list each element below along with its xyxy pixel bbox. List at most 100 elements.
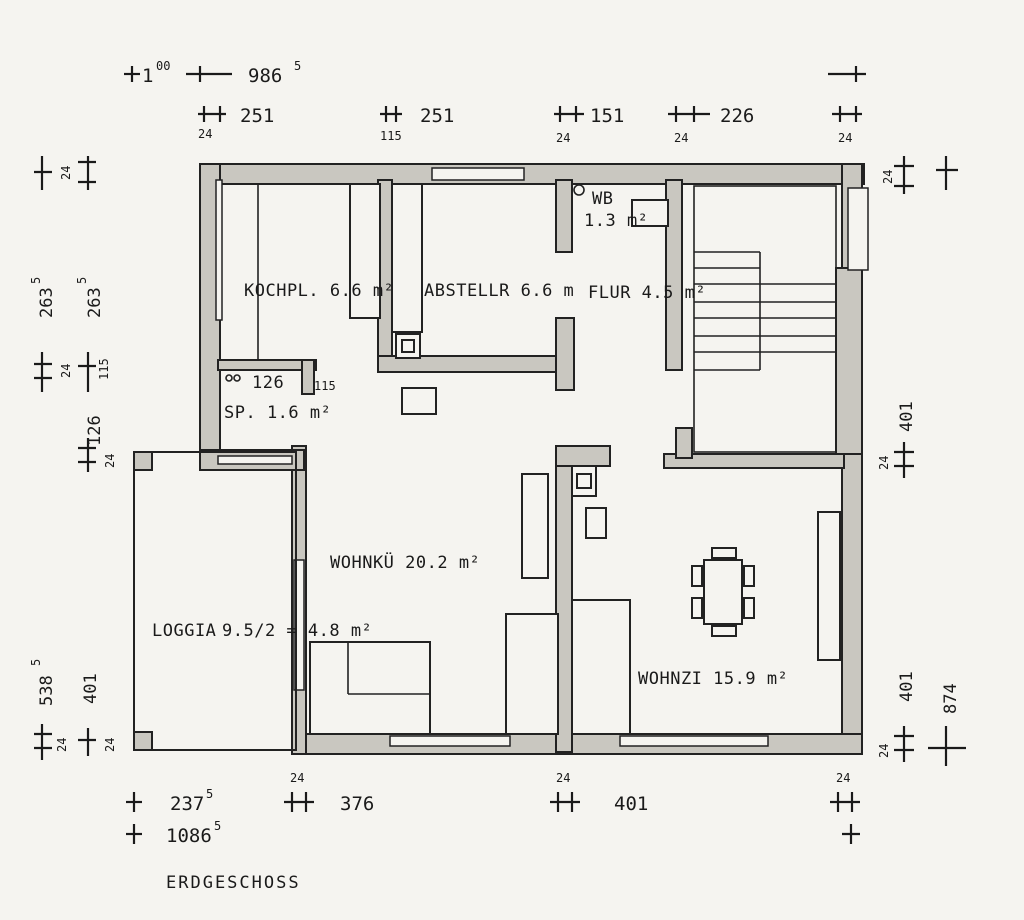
wb-fixture (573, 184, 585, 196)
wall-abstell-right-stub (555, 317, 575, 391)
wb-room (573, 184, 669, 227)
dim-bottom-overall-sup: 5 (214, 819, 221, 833)
dim-right-6: 24 (877, 744, 891, 758)
dim-right-2: 401 (897, 401, 917, 432)
bed-sofa (309, 641, 431, 735)
wall-top (199, 163, 865, 185)
kitchen-fixtures (257, 183, 423, 360)
abstell-shelf (391, 183, 423, 333)
dim-left-2-sup: 5 (29, 277, 43, 284)
drawing-title: ERDGESCHOSS (166, 873, 301, 893)
wall-wb-left (555, 179, 573, 253)
dim-left-9: 401 (81, 673, 101, 704)
dim-top-seg-2: 251 (420, 105, 454, 127)
window-loggia (293, 559, 305, 691)
dim-top-overall: 986 (248, 65, 282, 87)
dimensions-bottom: 24 24 24 237 5 376 401 1086 5 (126, 771, 860, 847)
dim-bottom-seg-2: 376 (340, 793, 374, 815)
room-labels: KOCHPL. 6.6 m² ABSTELLR 6.6 m FLUR 4.5 m… (152, 189, 788, 689)
table-small (401, 387, 437, 415)
label-wb-area: 1.3 m² (584, 211, 648, 231)
window-kitchen (215, 179, 223, 321)
dim-left-5: 115 (97, 358, 111, 380)
wohnzi-cabinet (571, 599, 631, 735)
label-wohnzi: WOHNZI 15.9 m² (638, 669, 788, 689)
label-loggia: LOGGIA (152, 621, 216, 641)
stove (585, 507, 607, 539)
dim-left-1: 24 (59, 166, 73, 180)
label-abstell: ABSTELLR 6.6 m (424, 281, 574, 301)
dim-left-3: 263 (85, 287, 105, 318)
dim-top-wall-5: 24 (838, 131, 852, 145)
dim-top-seg-3: 151 (590, 105, 624, 127)
dim-top-offset: 1 (142, 65, 153, 87)
dim-left-11: 24 (103, 738, 117, 752)
dim-top-wall-1: 24 (198, 127, 212, 141)
label-wohnkue: WOHNKÜ 20.2 m² (330, 551, 480, 573)
label-wb: WB (592, 189, 613, 209)
chimney-flue-abstell (401, 339, 415, 353)
windows (215, 167, 869, 747)
dim-top-wall-4: 24 (674, 131, 688, 145)
dim-right-5: 874 (941, 683, 961, 714)
dim-bottom-wall-3: 24 (836, 771, 850, 785)
window-abstell (431, 167, 525, 181)
loggia-outline (133, 451, 297, 751)
wall-chimney-top (555, 445, 611, 467)
dim-right-4: 401 (897, 671, 917, 702)
window-wohnzi (619, 735, 769, 747)
wall-stair-stub (675, 427, 693, 459)
speise-fixtures (225, 374, 241, 382)
dim-left-8: 538 (37, 675, 57, 706)
dim-left-4: 24 (59, 364, 73, 378)
dimensions-right: 24 401 24 401 874 24 (877, 156, 966, 766)
dim-bottom-seg-1: 237 (170, 793, 204, 815)
label-sp: SP. 1.6 m² (224, 403, 331, 423)
label-flur: FLUR 4.5 m² (588, 283, 706, 303)
dim-bottom-seg-1-sup: 5 (206, 787, 213, 801)
label-speise-note: 115 (314, 379, 336, 393)
wall-stair-left (665, 179, 683, 371)
wall-stair-right (835, 267, 863, 455)
dim-top-wall-3: 24 (556, 131, 570, 145)
wohnkue-furniture (309, 387, 559, 735)
window-wohnkue (389, 735, 511, 747)
stair-outline (693, 185, 837, 453)
cupboard (505, 613, 559, 735)
wall-stair-bottom (663, 453, 845, 469)
wall-speise-top (217, 359, 317, 371)
dim-top-seg-4: 226 (720, 105, 754, 127)
label-loggia-area: 9.5/2 = 4.8 m² (222, 621, 372, 641)
dim-bottom-overall: 1086 (166, 825, 212, 847)
kitchen-cabinet (349, 183, 381, 319)
dim-top-overall-sup: 5 (294, 59, 301, 73)
wb-basin (631, 199, 669, 227)
sideboard (521, 473, 549, 579)
dim-left-10: 24 (55, 738, 69, 752)
dim-top-wall-2: 115 (380, 129, 402, 143)
dim-bottom-seg-3: 401 (614, 793, 648, 815)
staircase (693, 185, 837, 453)
dim-left-3-sup: 5 (75, 277, 89, 284)
wohnzi-furniture (571, 511, 841, 735)
dimensions-left: 24 263 5 263 5 24 115 126 24 538 5 401 2… (29, 156, 117, 760)
wall-speise-corner (301, 359, 315, 395)
dining-table (703, 559, 743, 625)
chimney-living (571, 465, 607, 539)
dim-right-3: 24 (877, 456, 891, 470)
window-stair (847, 187, 869, 271)
dim-top-seg-1: 251 (240, 105, 274, 127)
dim-top-offset-sup: 00 (156, 59, 170, 73)
dim-right-1: 24 (881, 170, 895, 184)
dim-bottom-wall-2: 24 (556, 771, 570, 785)
dimensions-top: 1 00 986 5 251 251 151 226 24 115 24 24 … (124, 59, 866, 145)
dim-bottom-wall-1: 24 (290, 771, 304, 785)
dim-left-7: 24 (103, 454, 117, 468)
dim-left-8-sup: 5 (29, 659, 43, 666)
dim-left-2: 263 (37, 287, 57, 318)
wall-bottom (295, 733, 863, 755)
label-kochpl: KOCHPL. 6.6 m² (244, 281, 394, 301)
wall-unit (817, 511, 841, 661)
